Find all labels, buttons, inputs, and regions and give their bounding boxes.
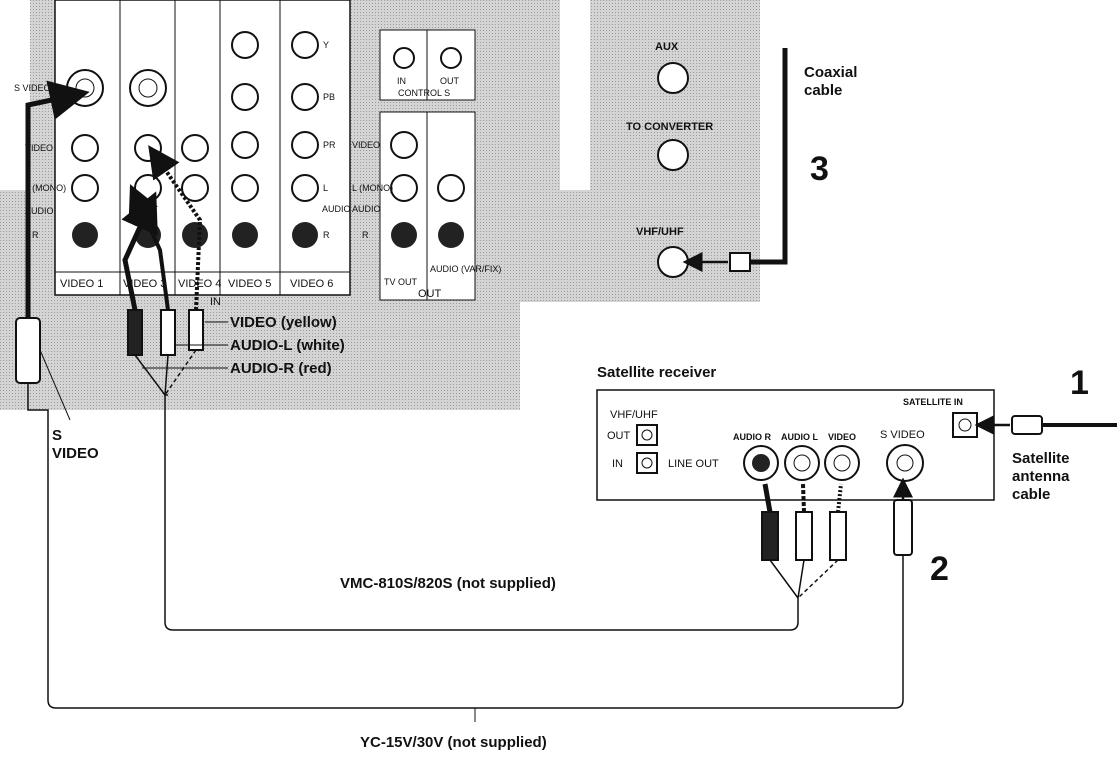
receiver-video: VIDEO [828, 432, 856, 442]
label-audio: AUDIO [25, 206, 54, 216]
receiver-line-out: LINE OUT [668, 458, 719, 470]
label-l: L [323, 183, 328, 193]
satellite-receiver: Satellite receiver VHF/UHF OUT IN LINE O… [596, 364, 995, 501]
label-out-r: R [362, 230, 369, 240]
step-1: 1 [1070, 364, 1089, 402]
label-coaxial-line-1: Coaxial [804, 64, 857, 81]
label-video-6: VIDEO 6 [290, 278, 333, 290]
s-video-jack-3 [129, 69, 167, 107]
label-tv-out: TV OUT [384, 277, 418, 287]
cable-callouts: VIDEO (yellow) AUDIO-L (white) AUDIO-R (… [39, 64, 1070, 751]
coaxial-cable [682, 48, 788, 272]
receiver-title: Satellite receiver [597, 364, 716, 381]
label-out-audio: AUDIO [352, 204, 381, 214]
label-audio-l-white: AUDIO-L (white) [230, 337, 345, 354]
s-video-jack-1 [66, 69, 104, 107]
label-in: IN [210, 296, 221, 308]
label-coaxial-line-2: cable [804, 82, 842, 99]
receiver-vhf-uhf: VHF/UHF [610, 409, 658, 421]
label-pb: PB [323, 92, 335, 102]
label-video-1: VIDEO 1 [60, 278, 103, 290]
label-audio-r-red: AUDIO-R (red) [230, 360, 332, 377]
receiver-audio-r: AUDIO R [733, 432, 772, 442]
receiver-in: IN [612, 458, 623, 470]
step-2: 2 [930, 550, 949, 588]
label-out-l-mono: L (MONO) [352, 183, 393, 193]
label-video: VIDEO [25, 143, 53, 153]
label-vhf-uhf: VHF/UHF [636, 226, 684, 238]
step-numbers: 3 1 2 [810, 150, 1089, 588]
receiver-satellite-in: SATELLITE IN [903, 397, 963, 407]
label-y: Y [323, 40, 329, 50]
label-video-3: VIDEO 3 [123, 278, 166, 290]
av-cable [121, 145, 847, 631]
label-video-5: VIDEO 5 [228, 278, 271, 290]
label-to-converter: TO CONVERTER [626, 121, 713, 133]
label-l-mono: L (MONO) [25, 183, 66, 193]
receiver-s-video: S VIDEO [880, 429, 925, 441]
label-out: OUT [418, 288, 442, 300]
label-aux: AUX [655, 41, 679, 53]
label-s-video: S VIDEO [14, 83, 51, 93]
label-video-yellow: VIDEO (yellow) [230, 314, 337, 331]
label-s-video-line-2: VIDEO [52, 445, 99, 462]
label-satellite-line-2: antenna [1012, 468, 1070, 485]
label-audio-var: AUDIO (VAR/FIX) [430, 264, 501, 274]
receiver-out: OUT [607, 430, 631, 442]
tv-panel-labels: S VIDEO VIDEO L (MONO) AUDIO R Y PB PR L… [14, 40, 713, 308]
label-r-2: R [323, 230, 330, 240]
label-control-s: CONTROL S [398, 88, 450, 98]
label-control-out: OUT [440, 76, 460, 86]
label-control-in: IN [397, 76, 406, 86]
label-pr: PR [323, 140, 336, 150]
receiver-audio-l: AUDIO L [781, 432, 819, 442]
label-satellite-line-3: cable [1012, 486, 1050, 503]
label-r: R [32, 230, 39, 240]
label-out-video: VIDEO [352, 140, 380, 150]
label-yc-cable: YC-15V/30V (not supplied) [360, 734, 547, 751]
label-video-4: VIDEO 4 [178, 278, 221, 290]
label-audio-2: AUDIO [322, 204, 351, 214]
step-3: 3 [810, 150, 829, 188]
satellite-antenna-cable [974, 415, 1117, 435]
label-s-video-line-1: S [52, 427, 62, 444]
label-vmc-cable: VMC-810S/820S (not supplied) [340, 575, 556, 592]
label-satellite-line-1: Satellite [1012, 450, 1070, 467]
